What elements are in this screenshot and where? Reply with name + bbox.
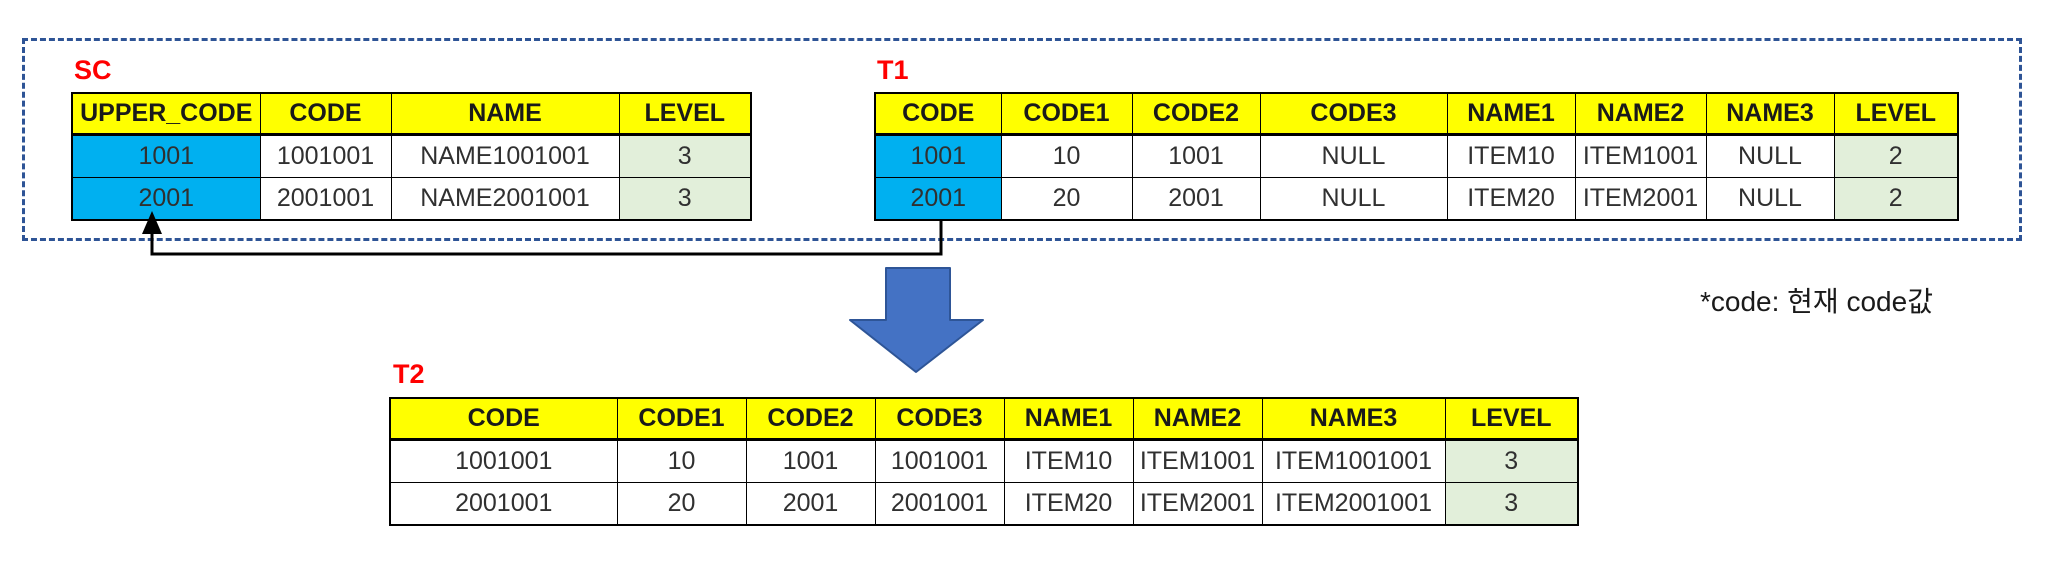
t1-table: CODE CODE1 CODE2 CODE3 NAME1 NAME2 NAME3…	[874, 92, 1959, 221]
sc-cell-code: 1001001	[259, 134, 392, 178]
sc-table-row: 1001 1001001 NAME1001001 3	[71, 134, 752, 178]
t2-header-code2: CODE2	[745, 397, 876, 441]
t1-cell-code2: 1001	[1131, 134, 1261, 178]
t2-cell-level: 3	[1444, 439, 1579, 483]
t2-table: CODE CODE1 CODE2 CODE3 NAME1 NAME2 NAME3…	[389, 397, 1579, 526]
t1-header-code: CODE	[874, 92, 1002, 136]
t2-cell-code1: 20	[616, 482, 747, 526]
t1-cell-level: 2	[1833, 134, 1959, 178]
sc-cell-level: 3	[618, 134, 752, 178]
sc-header-upper-code: UPPER_CODE	[71, 92, 261, 136]
t1-cell-code2: 2001	[1131, 177, 1261, 221]
t1-header-code2: CODE2	[1131, 92, 1261, 136]
t2-cell-name2: ITEM2001	[1132, 482, 1263, 526]
t1-cell-name1: ITEM20	[1446, 177, 1576, 221]
t2-table-label: T2	[393, 359, 425, 389]
t1-header-name2: NAME2	[1574, 92, 1707, 136]
t2-cell-name2: ITEM1001	[1132, 439, 1263, 483]
t2-table-row: 2001001 20 2001 2001001 ITEM20 ITEM2001 …	[389, 482, 1579, 526]
t2-table-row: 1001001 10 1001 1001001 ITEM10 ITEM1001 …	[389, 439, 1579, 483]
source-tables-group-box	[22, 38, 2022, 241]
t1-cell-code3: NULL	[1259, 177, 1448, 221]
t1-cell-code1: 20	[1000, 177, 1133, 221]
t1-table-label: T1	[877, 55, 909, 85]
sc-cell-upper-code: 1001	[71, 134, 261, 178]
t2-header-name2: NAME2	[1132, 397, 1263, 441]
t2-cell-code: 1001001	[389, 439, 618, 483]
t1-table-row: 1001 10 1001 NULL ITEM10 ITEM1001 NULL 2	[874, 134, 1959, 178]
sc-table-label: SC	[74, 55, 112, 85]
t1-cell-name2: ITEM2001	[1574, 177, 1707, 221]
sc-header-level: LEVEL	[618, 92, 752, 136]
sc-table: UPPER_CODE CODE NAME LEVEL 1001 1001001 …	[71, 92, 752, 221]
t2-cell-code2: 1001	[745, 439, 876, 483]
t1-header-name1: NAME1	[1446, 92, 1576, 136]
sc-table-row: 2001 2001001 NAME2001001 3	[71, 177, 752, 221]
t1-header-code1: CODE1	[1000, 92, 1133, 136]
t2-header-name1: NAME1	[1003, 397, 1134, 441]
t1-cell-code: 2001	[874, 177, 1002, 221]
t1-cell-code3: NULL	[1259, 134, 1448, 178]
t2-header-code: CODE	[389, 397, 618, 441]
t2-header-code1: CODE1	[616, 397, 747, 441]
sc-cell-upper-code: 2001	[71, 177, 261, 221]
t1-cell-level: 2	[1833, 177, 1959, 221]
sc-header-row: UPPER_CODE CODE NAME LEVEL	[71, 92, 752, 136]
t2-header-code3: CODE3	[874, 397, 1005, 441]
t2-cell-code1: 10	[616, 439, 747, 483]
t2-cell-name3: ITEM2001001	[1261, 482, 1446, 526]
sc-cell-name: NAME1001001	[390, 134, 620, 178]
sc-cell-name: NAME2001001	[390, 177, 620, 221]
t1-cell-code: 1001	[874, 134, 1002, 178]
code-annotation: *code: 현재 code값	[1700, 286, 1933, 317]
t1-header-level: LEVEL	[1833, 92, 1959, 136]
t1-header-name3: NAME3	[1705, 92, 1835, 136]
t1-cell-name1: ITEM10	[1446, 134, 1576, 178]
t2-cell-level: 3	[1444, 482, 1579, 526]
t2-cell-code3: 1001001	[874, 439, 1005, 483]
t2-cell-name1: ITEM10	[1003, 439, 1134, 483]
t1-table-row: 2001 20 2001 NULL ITEM20 ITEM2001 NULL 2	[874, 177, 1959, 221]
t2-header-name3: NAME3	[1261, 397, 1446, 441]
t1-header-code3: CODE3	[1259, 92, 1448, 136]
sc-cell-code: 2001001	[259, 177, 392, 221]
t1-cell-code1: 10	[1000, 134, 1133, 178]
t2-header-row: CODE CODE1 CODE2 CODE3 NAME1 NAME2 NAME3…	[389, 397, 1579, 441]
t1-cell-name3: NULL	[1705, 134, 1835, 178]
down-arrow-icon	[849, 267, 984, 373]
sc-header-name: NAME	[390, 92, 620, 136]
t2-cell-code2: 2001	[745, 482, 876, 526]
t2-cell-code3: 2001001	[874, 482, 1005, 526]
sc-cell-level: 3	[618, 177, 752, 221]
t2-cell-name1: ITEM20	[1003, 482, 1134, 526]
t1-header-row: CODE CODE1 CODE2 CODE3 NAME1 NAME2 NAME3…	[874, 92, 1959, 136]
t1-cell-name3: NULL	[1705, 177, 1835, 221]
t2-header-level: LEVEL	[1444, 397, 1579, 441]
t1-cell-name2: ITEM1001	[1574, 134, 1707, 178]
t2-cell-code: 2001001	[389, 482, 618, 526]
sc-header-code: CODE	[259, 92, 392, 136]
t2-cell-name3: ITEM1001001	[1261, 439, 1446, 483]
